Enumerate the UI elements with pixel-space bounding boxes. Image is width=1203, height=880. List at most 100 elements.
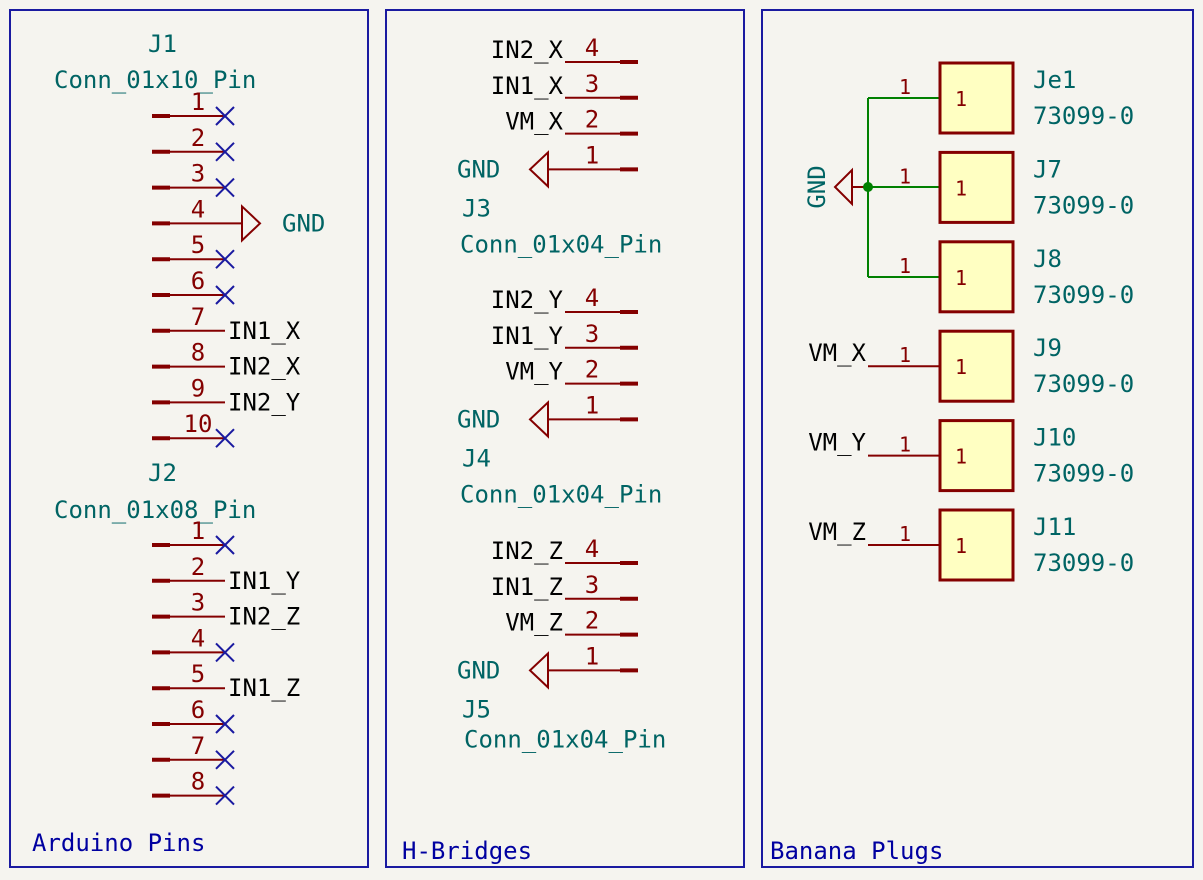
gnd-symbol — [241, 204, 262, 243]
hbridge-reference: J5 — [462, 695, 491, 723]
pin-number: 3 — [585, 571, 599, 599]
pin-number: 1 — [191, 517, 205, 545]
net-label: IN1_X — [228, 317, 301, 345]
hbridge-value: Conn_01x04_Pin — [464, 725, 666, 753]
plug-pin-inside: 1 — [955, 355, 967, 379]
pin-number: 4 — [585, 535, 599, 563]
hbridge-value: Conn_01x04_Pin — [460, 230, 662, 258]
plug-pin-number: 1 — [899, 254, 911, 278]
net-label: IN1_X — [491, 72, 564, 100]
j4-pin-2: 2VM_Y — [505, 356, 638, 386]
net-label: IN2_Z — [228, 603, 300, 631]
gnd-label: GND — [457, 656, 500, 684]
banana-panel-title: Banana Plugs — [770, 837, 943, 865]
hbridges-panel-title: H-Bridges — [402, 837, 532, 865]
net-label: VM_X — [808, 339, 866, 367]
net-label: IN2_X — [491, 36, 564, 64]
plug-pin-inside: 1 — [955, 176, 967, 200]
net-label: IN1_Y — [228, 567, 301, 595]
hbridge-reference: J4 — [462, 444, 491, 472]
banana-plug-j10: 1 1 VM_Y J10 73099-0 — [808, 419, 1134, 493]
pin-number: 8 — [191, 768, 205, 796]
pin-number: 8 — [191, 339, 205, 367]
plug-value: 73099-0 — [1033, 460, 1134, 488]
net-label: IN2_Z — [491, 537, 563, 565]
pin-number: 4 — [191, 195, 205, 223]
no-connect-marker — [215, 142, 235, 162]
plug-reference: J8 — [1033, 245, 1062, 273]
no-connect-marker — [215, 249, 235, 269]
net-label: IN1_Y — [491, 322, 564, 350]
plug-value: 73099-0 — [1033, 102, 1134, 130]
no-connect-marker — [215, 285, 235, 305]
j1-pin-6: 6 — [152, 267, 235, 305]
j2-pin-6: 6 — [152, 696, 235, 734]
pin-number: 5 — [191, 231, 205, 259]
plug-pin-number: 1 — [899, 522, 911, 546]
hbridge-connectors: 4IN2_X3IN1_X2VM_X1GNDJ3Conn_01x04_Pin4IN… — [457, 34, 666, 753]
pin-number: 4 — [191, 624, 205, 652]
plug-reference: J10 — [1033, 424, 1076, 452]
net-label: IN1_Z — [491, 573, 563, 601]
j2-reference: J2 — [148, 459, 177, 487]
plug-body — [938, 240, 1015, 314]
gnd-label: GND — [457, 405, 500, 433]
no-connect-marker — [215, 714, 235, 734]
no-connect-marker — [215, 428, 235, 448]
j4-pin-3: 3 IN1_Y — [491, 320, 638, 350]
plug-pin-inside: 1 — [955, 445, 967, 469]
j1-value: Conn_01x10_Pin — [54, 66, 256, 94]
pin-number: 6 — [191, 267, 205, 295]
gnd-label: GND — [457, 155, 500, 183]
net-label: IN2_Y — [491, 286, 564, 314]
pin-number: 9 — [191, 374, 205, 402]
plug-pin-inside: 1 — [955, 266, 967, 290]
plug-body — [938, 329, 1015, 403]
pin-number: 3 — [585, 320, 599, 348]
j1-reference: J1 — [148, 30, 177, 58]
no-connect-marker — [215, 785, 235, 806]
plug-pin-number: 1 — [899, 164, 911, 188]
net-label: VM_X — [505, 108, 563, 136]
j2-pin-7: 7 — [152, 732, 235, 770]
plug-reference: J7 — [1033, 155, 1062, 183]
net-label: VM_Y — [505, 358, 563, 386]
plug-pin-inside: 1 — [955, 534, 967, 558]
no-connect-marker — [215, 535, 235, 555]
j2-pin-4: 4 — [152, 624, 235, 663]
plug-pin-number: 1 — [899, 433, 911, 457]
hbridges-panel-frame — [385, 9, 745, 868]
j2-value: Conn_01x08_Pin — [54, 496, 256, 524]
pin-number: 3 — [585, 70, 599, 98]
no-connect-marker — [215, 177, 235, 198]
j2-pin-1: 1 — [152, 517, 235, 555]
plug-reference: J9 — [1033, 334, 1062, 362]
banana-gnd-bus: GND — [803, 97, 940, 278]
gnd-symbol — [528, 400, 549, 439]
plug-pin-number: 1 — [899, 75, 911, 99]
pin-number: 2 — [585, 607, 599, 635]
j1-pin-1: 1 — [152, 88, 235, 126]
net-label: VM_Y — [808, 429, 866, 457]
plug-value: 73099-0 — [1033, 549, 1134, 577]
net-label: IN2_Y — [228, 388, 301, 416]
plug-body — [938, 61, 1015, 135]
no-connect-marker — [215, 642, 235, 663]
plug-pin-inside: 1 — [955, 87, 967, 111]
j1-pin-10: 10 — [152, 410, 235, 448]
gnd-symbol — [528, 651, 549, 690]
